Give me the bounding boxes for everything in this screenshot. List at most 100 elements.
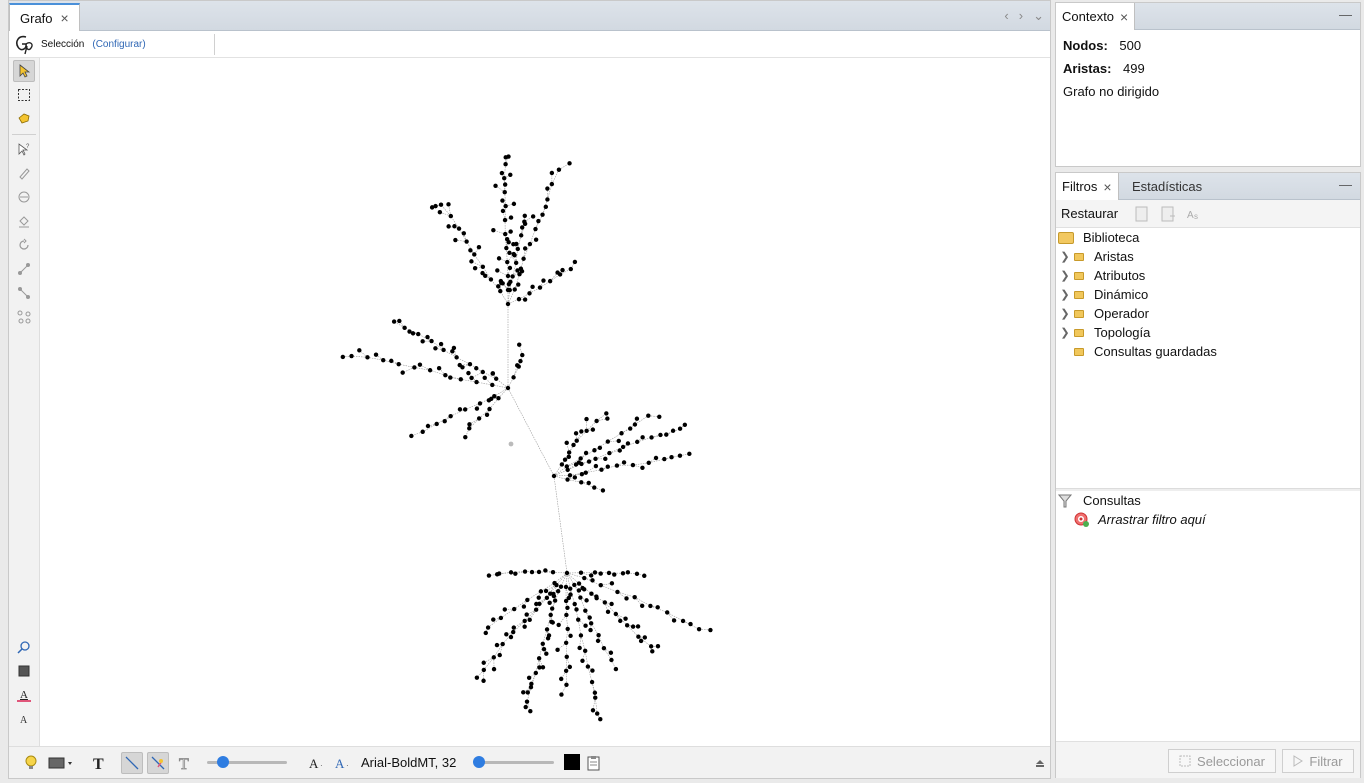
graph-node[interactable] bbox=[340, 354, 346, 360]
graph-node[interactable] bbox=[522, 569, 528, 574]
graph-node[interactable] bbox=[503, 203, 508, 209]
graph-node[interactable] bbox=[481, 660, 486, 665]
graph-node[interactable] bbox=[536, 656, 542, 661]
graph-node[interactable] bbox=[503, 162, 508, 167]
font-label[interactable]: Arial-BoldMT, 32 bbox=[361, 755, 457, 770]
graph-node[interactable] bbox=[496, 396, 501, 401]
graph-node[interactable] bbox=[595, 711, 600, 716]
rotate-button[interactable] bbox=[13, 234, 35, 256]
graph-node[interactable] bbox=[492, 394, 497, 399]
graph-node[interactable] bbox=[504, 236, 510, 242]
graph-node[interactable] bbox=[609, 601, 614, 607]
graph-node[interactable] bbox=[409, 433, 414, 439]
tab-filters[interactable]: Filtros × bbox=[1056, 173, 1119, 200]
graph-node[interactable] bbox=[397, 318, 402, 324]
graph-node[interactable] bbox=[483, 630, 488, 636]
graph-node[interactable] bbox=[592, 448, 597, 453]
graph-node[interactable] bbox=[565, 477, 570, 482]
graph-node[interactable] bbox=[648, 603, 653, 609]
graph-node[interactable] bbox=[511, 629, 516, 635]
graph-node[interactable] bbox=[551, 593, 557, 599]
graph-node[interactable] bbox=[523, 704, 528, 710]
graph-node[interactable] bbox=[604, 411, 609, 416]
graph-node[interactable] bbox=[490, 382, 495, 388]
minimize-icon[interactable]: — bbox=[1339, 7, 1352, 22]
graph-node[interactable] bbox=[625, 441, 631, 446]
graph-node[interactable] bbox=[481, 678, 486, 683]
graph-node[interactable] bbox=[592, 485, 597, 490]
graph-node[interactable] bbox=[583, 450, 589, 456]
graph-node[interactable] bbox=[646, 460, 651, 466]
graph-node[interactable] bbox=[513, 571, 518, 576]
graph-node[interactable] bbox=[508, 570, 514, 575]
screenshot-button[interactable] bbox=[47, 752, 77, 774]
graph-node[interactable] bbox=[547, 600, 552, 605]
graph-node[interactable] bbox=[563, 598, 569, 604]
graph-node[interactable] bbox=[547, 278, 553, 284]
select-tool-button[interactable] bbox=[13, 60, 35, 82]
graph-node[interactable] bbox=[540, 212, 545, 217]
chevron-down-icon[interactable]: ⌄ bbox=[1033, 8, 1044, 23]
graph-node[interactable] bbox=[562, 457, 568, 462]
graph-node[interactable] bbox=[417, 362, 423, 367]
graph-node[interactable] bbox=[565, 626, 570, 632]
graph-node[interactable] bbox=[613, 666, 619, 672]
graph-node[interactable] bbox=[448, 375, 453, 380]
edge-weight-slider-knob[interactable] bbox=[217, 756, 229, 768]
graph-node[interactable] bbox=[621, 460, 627, 465]
graph-node[interactable] bbox=[498, 288, 503, 294]
graph-node[interactable] bbox=[540, 665, 546, 670]
graph-node[interactable] bbox=[493, 376, 499, 381]
graph-node[interactable] bbox=[708, 627, 713, 633]
graph-node[interactable] bbox=[590, 668, 595, 673]
graph-node[interactable] bbox=[463, 434, 468, 440]
graph-node[interactable] bbox=[650, 649, 655, 654]
graph-node[interactable] bbox=[605, 609, 611, 615]
chevron-right-icon[interactable]: › bbox=[1018, 8, 1024, 23]
graph-node[interactable] bbox=[512, 252, 517, 258]
graph-node[interactable] bbox=[510, 274, 515, 279]
graph-node[interactable] bbox=[545, 636, 551, 641]
graph-node[interactable] bbox=[549, 619, 554, 624]
chevron-right-icon[interactable]: ❯ bbox=[1060, 270, 1070, 282]
graph-node[interactable] bbox=[533, 237, 539, 242]
zoom-button[interactable] bbox=[13, 636, 35, 658]
graph-node[interactable] bbox=[605, 416, 610, 421]
graph-node[interactable] bbox=[410, 331, 416, 336]
tree-item-operator[interactable]: ❯ Operador bbox=[1056, 304, 1149, 323]
graph-node[interactable] bbox=[511, 375, 516, 380]
background-color-button[interactable] bbox=[13, 660, 35, 682]
graph-node[interactable] bbox=[696, 626, 702, 632]
graph-node[interactable] bbox=[544, 651, 549, 656]
graph-node[interactable] bbox=[587, 615, 592, 620]
graph-node[interactable] bbox=[551, 473, 557, 479]
graph-node[interactable] bbox=[560, 267, 565, 273]
graph-node[interactable] bbox=[442, 418, 447, 424]
graph-node[interactable] bbox=[545, 197, 550, 202]
graph-visualization[interactable] bbox=[40, 58, 1050, 746]
graph-node[interactable] bbox=[559, 692, 564, 697]
library-folder[interactable]: Biblioteca bbox=[1056, 228, 1139, 247]
graph-node[interactable] bbox=[467, 422, 472, 427]
graph-node[interactable] bbox=[502, 217, 508, 223]
graph-node[interactable] bbox=[601, 645, 607, 651]
paint-node-button[interactable] bbox=[13, 162, 35, 184]
graph-node[interactable] bbox=[568, 266, 573, 272]
graph-node[interactable] bbox=[507, 250, 512, 256]
graph-node[interactable] bbox=[579, 471, 585, 477]
graph-node[interactable] bbox=[505, 385, 511, 391]
graph-node[interactable] bbox=[469, 375, 474, 381]
graph-node[interactable] bbox=[521, 690, 526, 695]
graph-node[interactable] bbox=[448, 413, 453, 419]
graph-node[interactable] bbox=[596, 633, 601, 638]
graph-node[interactable] bbox=[669, 454, 674, 460]
graph-node[interactable] bbox=[499, 170, 505, 176]
graph-node[interactable] bbox=[518, 233, 524, 238]
filter-button[interactable]: Filtrar bbox=[1282, 749, 1354, 773]
graph-node[interactable] bbox=[632, 422, 638, 427]
graph-node[interactable] bbox=[511, 625, 516, 630]
graph-node[interactable] bbox=[514, 241, 519, 247]
graph-node[interactable] bbox=[648, 644, 654, 649]
graph-node[interactable] bbox=[598, 717, 603, 722]
